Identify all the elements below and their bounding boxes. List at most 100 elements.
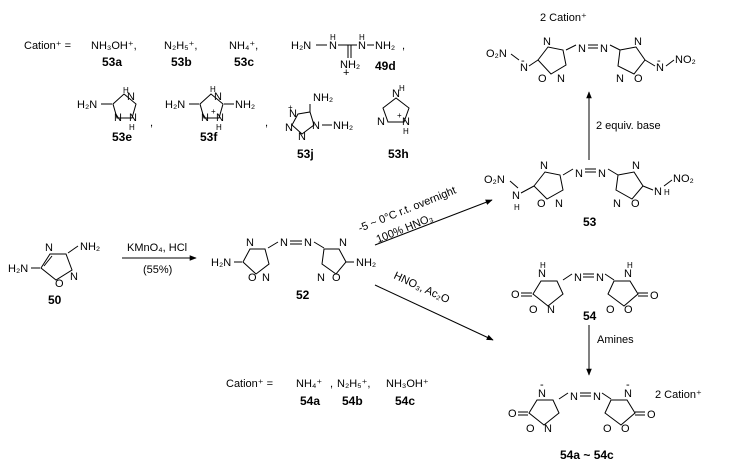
nh2-text: NH₂ bbox=[375, 40, 395, 52]
h-text: H bbox=[330, 33, 336, 42]
n-text: N bbox=[520, 62, 528, 74]
o2n-text: O₂N bbox=[486, 48, 507, 60]
diaminotriazolium-structure: H₂N H N N N + H NH₂ bbox=[165, 85, 255, 132]
compound-50-structure: H₂N N O N NH₂ bbox=[8, 241, 100, 290]
label-53j: 53j bbox=[297, 147, 314, 161]
h2n-text: H₂N bbox=[165, 99, 185, 111]
cation-54a-formula: NH₄⁺ bbox=[296, 378, 322, 390]
cation-header-54: Cation⁺ = bbox=[226, 378, 273, 390]
n-text: N bbox=[289, 108, 297, 120]
o-text: O bbox=[526, 423, 535, 435]
n-text: N bbox=[114, 112, 122, 124]
n-text: N bbox=[544, 423, 552, 435]
label-54c: 54c bbox=[395, 394, 415, 408]
h-text: H bbox=[359, 33, 365, 42]
o-text: O bbox=[603, 423, 612, 435]
o-text: O bbox=[606, 304, 615, 316]
o-text: O bbox=[624, 304, 633, 316]
dinitramino-salt-structure: O₂N N - N O N N N N N O N - NO₂ bbox=[486, 36, 696, 85]
o2n-text: O₂N bbox=[484, 174, 505, 186]
n-text: N bbox=[201, 112, 209, 124]
condition-base: 2 equiv. base bbox=[596, 120, 661, 132]
label-54b: 54b bbox=[342, 394, 363, 408]
n-text: N bbox=[578, 43, 586, 55]
h-text: H bbox=[123, 86, 129, 95]
aminoguanidinium-structure: H₂N N H NH₂ + N H NH₂ , bbox=[291, 33, 405, 79]
triazolium-structure: N H N N + H bbox=[377, 84, 410, 136]
n-text: N bbox=[127, 91, 135, 103]
h-text: H bbox=[216, 123, 222, 132]
arrow-52-to-54 bbox=[374, 284, 494, 341]
o-text: O bbox=[248, 272, 257, 284]
label-52: 52 bbox=[296, 288, 310, 302]
o-text: O bbox=[631, 198, 640, 210]
n-text: N bbox=[312, 120, 320, 132]
nh2-text: NH₂ bbox=[333, 120, 353, 132]
n-text: N bbox=[377, 116, 385, 128]
o-text: O bbox=[647, 409, 656, 421]
n-text: N bbox=[246, 237, 254, 249]
condition-kmno4: KMnO₄, HCl bbox=[127, 242, 187, 254]
n-text: N bbox=[543, 36, 551, 48]
n-text: N bbox=[598, 168, 606, 180]
cation-53b-formula: N₂H₅⁺, bbox=[164, 40, 197, 52]
label-53: 53 bbox=[583, 215, 597, 229]
n-text: N bbox=[613, 198, 621, 210]
o-text: O bbox=[538, 73, 547, 85]
n-text: N bbox=[540, 160, 548, 172]
h-text: H bbox=[540, 261, 546, 270]
no2-text: NO₂ bbox=[673, 173, 694, 185]
n-text: N bbox=[596, 272, 604, 284]
n-text: N bbox=[632, 160, 640, 172]
n-text: N bbox=[512, 190, 520, 202]
diaminotetrazolium-structure: NH₂ + N N N N NH₂ bbox=[285, 92, 353, 143]
svg-text:-: - bbox=[521, 55, 525, 67]
o-text: O bbox=[621, 423, 630, 435]
cation-list-53: Cation⁺ = NH₃OH⁺, 53a N₂H₅⁺, 53b NH₄⁺, 5… bbox=[24, 33, 410, 161]
label-53f: 53f bbox=[200, 130, 218, 144]
nh2-text: NH₂ bbox=[235, 99, 255, 111]
nh2-text: NH₂ bbox=[356, 257, 376, 269]
n-text: N bbox=[216, 112, 224, 124]
label-2cation-top: 2 Cation⁺ bbox=[540, 12, 587, 24]
svg-text:,: , bbox=[150, 117, 153, 129]
h-text: H bbox=[664, 188, 670, 197]
svg-text:+: + bbox=[211, 107, 216, 116]
label-54: 54 bbox=[583, 309, 597, 323]
o-text: O bbox=[529, 304, 538, 316]
h-text: H bbox=[399, 84, 405, 93]
n-text: N bbox=[129, 112, 137, 124]
n-text: N bbox=[70, 271, 78, 283]
condition-yield: (55%) bbox=[143, 264, 172, 276]
n-text: N bbox=[358, 40, 366, 52]
n-text: N bbox=[214, 91, 222, 103]
compound-53-structure: O₂N N H N O N N N N N O N H NO₂ bbox=[484, 160, 694, 212]
n-text: N bbox=[600, 43, 608, 55]
aminotriazolium-structure: H₂N H N N N H , bbox=[77, 86, 153, 132]
n-text: N bbox=[285, 122, 293, 134]
svg-text:-: - bbox=[626, 379, 630, 391]
svg-text:+: + bbox=[397, 111, 402, 120]
n-text: N bbox=[538, 388, 546, 400]
o-text: O bbox=[508, 408, 517, 420]
nh2-text: NH₂ bbox=[80, 241, 100, 253]
label-50: 50 bbox=[48, 293, 62, 307]
o-text: O bbox=[537, 198, 546, 210]
label-53b: 53b bbox=[171, 55, 192, 69]
plus-charge: + bbox=[343, 67, 349, 79]
n-text: N bbox=[574, 272, 582, 284]
n-text: N bbox=[555, 198, 563, 210]
n-text: N bbox=[575, 168, 583, 180]
condition-ac2o: HNO₃, Ac₂O bbox=[392, 270, 452, 306]
label-54a-54c: 54a ~ 54c bbox=[560, 448, 614, 462]
o-text: O bbox=[634, 73, 643, 85]
cation-54b-formula: N₂H₅⁺, bbox=[337, 378, 370, 390]
svg-text:-: - bbox=[657, 55, 661, 67]
o-text: O bbox=[650, 290, 659, 302]
arrow-52-to-53 bbox=[374, 199, 493, 246]
cation-header: Cation⁺ = bbox=[24, 40, 71, 52]
label-2cation-bottom: 2 Cation⁺ bbox=[655, 389, 702, 401]
h-text: H bbox=[627, 261, 633, 270]
label-54a: 54a bbox=[300, 394, 320, 408]
